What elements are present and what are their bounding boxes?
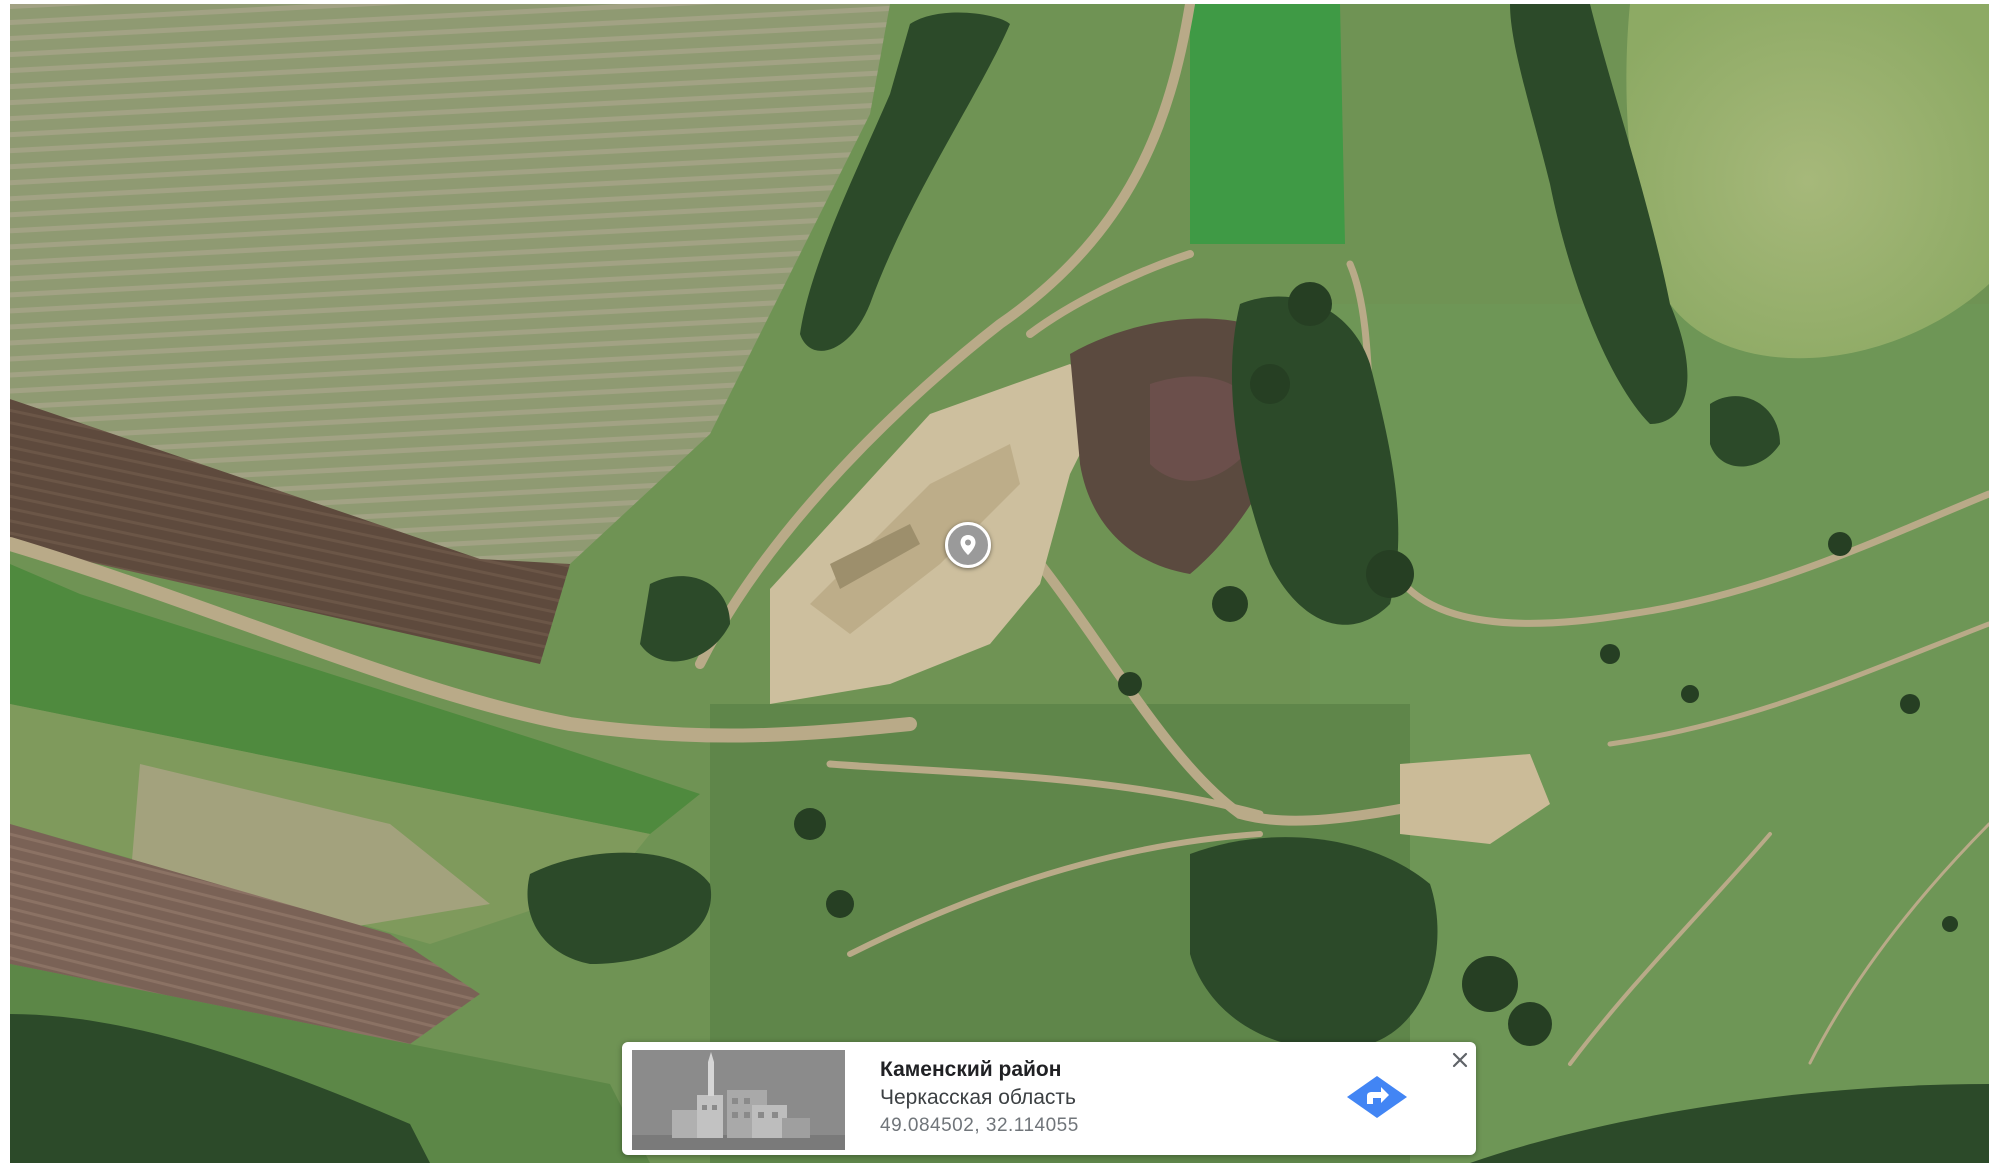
satellite-imagery: [10, 4, 1989, 1163]
satellite-map[interactable]: [10, 4, 1989, 1163]
directions-button[interactable]: [1342, 1072, 1412, 1122]
close-icon: [1452, 1052, 1468, 1068]
place-title: Каменский район: [880, 1058, 1062, 1081]
place-coordinates: 49.084502, 32.114055: [880, 1115, 1079, 1136]
place-info-card[interactable]: Каменский район Черкасская область 49.08…: [622, 1042, 1476, 1155]
place-region: Черкасская область: [880, 1086, 1076, 1109]
close-button[interactable]: [1448, 1048, 1472, 1072]
directions-icon: [1347, 1076, 1407, 1118]
place-details: Каменский район Черкасская область 49.08…: [880, 1056, 1079, 1140]
building-thumbnail-image[interactable]: [632, 1050, 845, 1150]
location-pin-icon[interactable]: [945, 522, 991, 568]
